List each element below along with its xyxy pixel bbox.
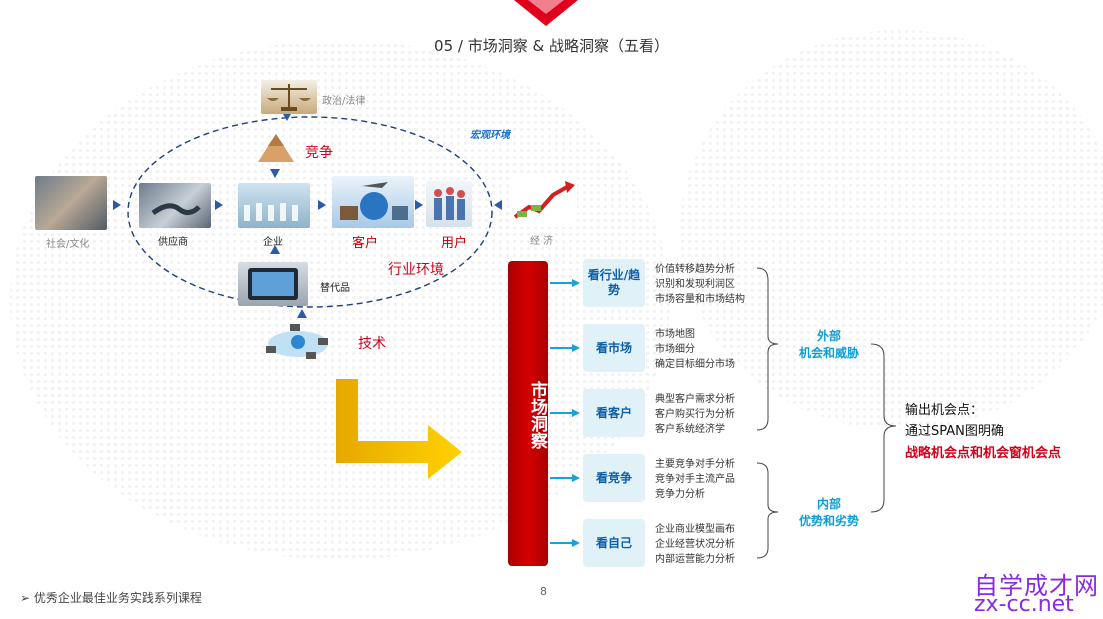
- competition-hands-icon: [254, 128, 298, 166]
- look-industry-button[interactable]: 看行业/趋势: [583, 259, 645, 307]
- look-market-items: 市场地图 市场细分 确定目标细分市场: [655, 327, 735, 372]
- output-text: 输出机会点： 通过SPAN图明确: [905, 400, 1004, 442]
- society-crowd-image: [35, 176, 107, 230]
- look-competition-button[interactable]: 看竞争: [583, 454, 645, 502]
- look-customer-button[interactable]: 看客户: [583, 389, 645, 437]
- list-item: 市场容量和市场结构: [655, 294, 745, 305]
- look-industry-items: 价值转移趋势分析 识别和发现利润区 市场容量和市场结构: [655, 262, 745, 307]
- top-ribbon-icon: [514, 0, 578, 26]
- user-family-image: [426, 181, 472, 227]
- list-item: 内部运营能力分析: [655, 554, 735, 565]
- economy-label: 经 济: [530, 236, 554, 247]
- customer-label: 客户: [352, 236, 379, 251]
- customer-logistics-image: [332, 176, 414, 228]
- list-item: 竞争对手主流产品: [655, 474, 735, 485]
- list-item: 企业经营状况分析: [655, 539, 735, 550]
- list-item: 市场细分: [655, 344, 695, 355]
- look-self-button[interactable]: 看自己: [583, 519, 645, 567]
- look-market-button[interactable]: 看市场: [583, 324, 645, 372]
- market-insight-label: 市场洞察: [527, 381, 547, 449]
- market-insight-bar: 市场洞察: [508, 261, 548, 566]
- society-label: 社会/文化: [46, 239, 90, 250]
- internal-group-label: 内部 优势和劣势: [786, 496, 872, 530]
- list-item: 市场地图: [655, 329, 695, 340]
- supplier-label: 供应商: [158, 237, 188, 248]
- user-label: 用户: [441, 236, 468, 251]
- enterprise-label: 企业: [263, 237, 283, 248]
- list-item: 确定目标细分市场: [655, 359, 735, 370]
- external-title: 外部: [816, 329, 841, 343]
- politics-scale-image: [261, 80, 317, 114]
- internal-title: 内部: [816, 497, 841, 511]
- external-subtitle: 机会和威胁: [798, 346, 859, 360]
- output-line1: 输出机会点：: [905, 403, 984, 418]
- industry-environment-label: 行业环境: [388, 262, 444, 278]
- industry-ellipse: [127, 116, 493, 308]
- look-competition-items: 主要竞争对手分析 竞争对手主流产品 竞争力分析: [655, 457, 735, 502]
- competition-label: 竞争: [305, 145, 333, 161]
- footer-arrow-icon: ➢: [20, 591, 34, 605]
- list-item: 典型客户需求分析: [655, 394, 735, 405]
- list-item: 价值转移趋势分析: [655, 264, 735, 275]
- internal-subtitle: 优势和劣势: [798, 514, 859, 528]
- substitute-label: 替代品: [320, 283, 350, 294]
- external-group-label: 外部 机会和威胁: [786, 328, 872, 362]
- watermark-url: zx-cc.net: [974, 592, 1074, 617]
- footer-text: ➢ 优秀企业最佳业务实践系列课程: [20, 589, 202, 606]
- footer-label: 优秀企业最佳业务实践系列课程: [33, 591, 202, 605]
- list-item: 识别和发现利润区: [655, 279, 735, 290]
- look-self-items: 企业商业模型画布 企业经营状况分析 内部运营能力分析: [655, 522, 735, 567]
- economy-chart-image: [509, 177, 577, 227]
- page-number: 8: [540, 585, 547, 598]
- watermark-title: 自学成才网: [974, 572, 1099, 600]
- technology-network-image: [260, 320, 336, 364]
- list-item: 企业商业模型画布: [655, 524, 735, 535]
- output-line2: 通过SPAN图明确: [905, 424, 1004, 439]
- supplier-handshake-image: [139, 183, 211, 228]
- substitute-tablet-image: [238, 262, 308, 306]
- list-item: 客户系统经济学: [655, 424, 725, 435]
- look-customer-items: 典型客户需求分析 客户购买行为分析 客户系统经济学: [655, 392, 735, 437]
- list-item: 主要竞争对手分析: [655, 459, 735, 470]
- slide-title: 05 / 市场洞察 & 战略洞察（五看）: [434, 37, 669, 55]
- politics-label: 政治/法律: [322, 96, 366, 107]
- enterprise-factory-image: [238, 183, 310, 228]
- yellow-l-arrow: [336, 379, 462, 479]
- output-highlight: 战略机会点和机会窗机会点: [905, 446, 1062, 461]
- technology-label: 技术: [358, 336, 386, 352]
- list-item: 客户购买行为分析: [655, 409, 735, 420]
- macro-environment-label: 宏观环境: [470, 130, 510, 141]
- list-item: 竞争力分析: [655, 489, 705, 500]
